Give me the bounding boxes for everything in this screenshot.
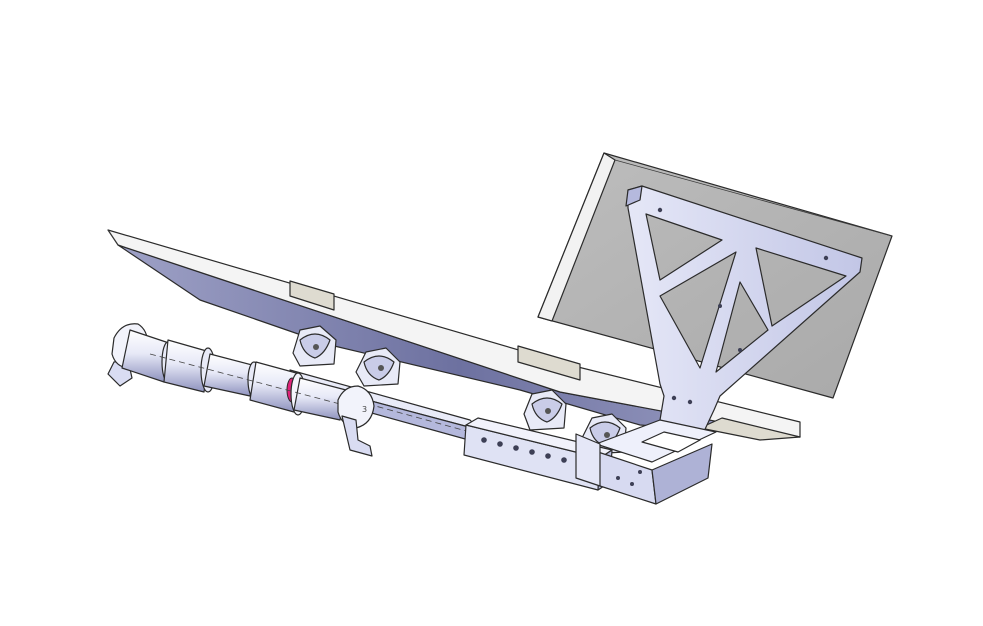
- base-plate-pad-right: [517, 345, 581, 381]
- clamp-3: [523, 389, 567, 431]
- box-left-wall: [575, 433, 601, 487]
- box-inner: [641, 431, 701, 453]
- shaft-assembly: 3 3: [107, 323, 375, 457]
- upright-panel-edge: [537, 152, 616, 322]
- clamp-1: [292, 325, 337, 367]
- a-frame-bracket: [625, 185, 863, 445]
- right-shaft-mount: 3: [337, 385, 375, 457]
- a-frame-flange: [625, 185, 643, 207]
- upright-panel: [537, 152, 893, 399]
- base-plate: [107, 229, 801, 441]
- clamp-2: [355, 347, 401, 387]
- a-frame-plate: [627, 185, 863, 445]
- shaft-cylinder-2: [163, 339, 211, 393]
- box-side: [651, 443, 713, 505]
- right-mount-mark: 3: [362, 405, 367, 414]
- box-base: [575, 419, 717, 505]
- base-plate-pad-left: [289, 280, 335, 311]
